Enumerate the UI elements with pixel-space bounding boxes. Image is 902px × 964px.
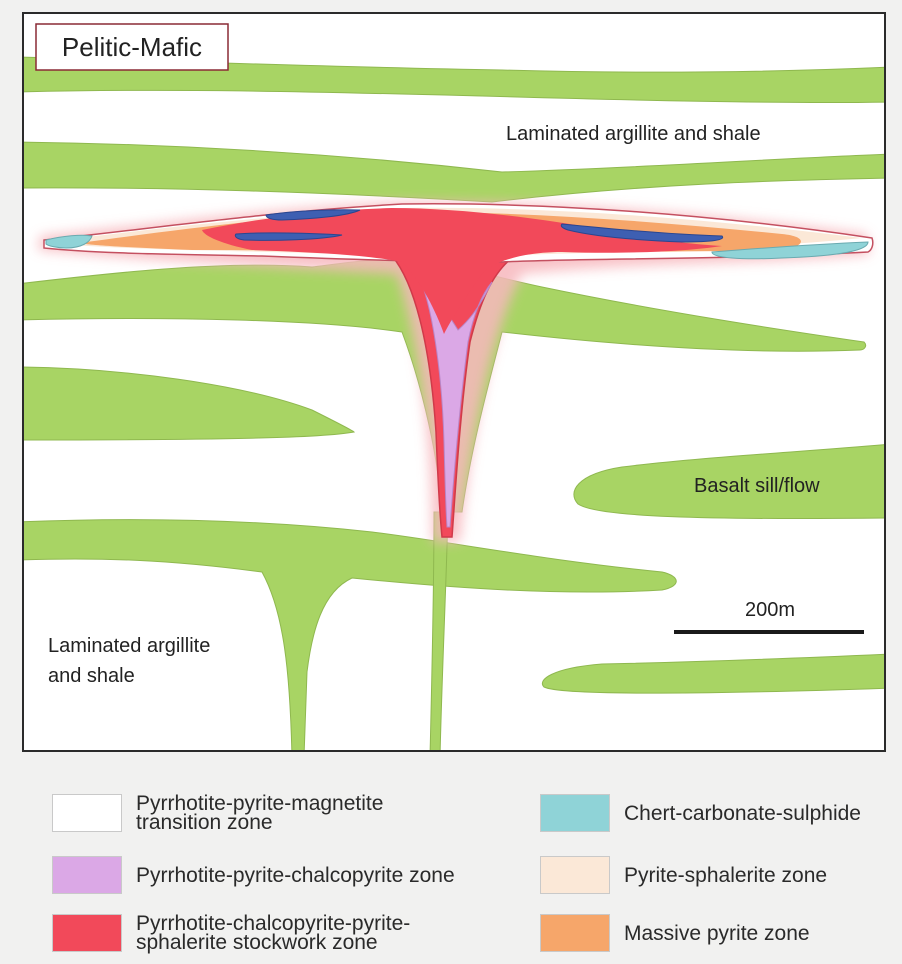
legend-swatch-pyrrhotite-chalcopyrite — [52, 856, 122, 894]
geologic-cross-section: Pelitic-Mafic Laminated argillite and sh… — [22, 12, 886, 752]
legend-label-stockwork: Pyrrhotite-chalcopyrite-pyrite- sphaleri… — [136, 914, 410, 952]
legend-swatch-chert-carbonate — [540, 794, 610, 832]
legend-label-massive-pyrite: Massive pyrite zone — [624, 924, 810, 943]
legend-item-pyrite-sphalerite: Pyrite-sphalerite zone — [540, 856, 827, 894]
label-basalt: Basalt sill/flow — [694, 475, 820, 497]
legend-swatch-pyrite-sphalerite — [540, 856, 610, 894]
label-top-unit: Laminated argillite and shale — [506, 123, 761, 145]
label-bottom-unit-line2: and shale — [48, 665, 135, 687]
legend-item-stockwork: Pyrrhotite-chalcopyrite-pyrite- sphaleri… — [52, 914, 410, 952]
legend-item-pyrrhotite-chalcopyrite: Pyrrhotite-pyrite-chalcopyrite zone — [52, 856, 455, 894]
scale-bar-label: 200m — [745, 599, 795, 621]
legend-swatch-transition-zone — [52, 794, 122, 832]
legend-label-pyrite-sphalerite: Pyrite-sphalerite zone — [624, 866, 827, 885]
legend: Pyrrhotite-pyrite-magnetite transition z… — [0, 760, 902, 964]
legend-swatch-stockwork — [52, 914, 122, 952]
label-bottom-unit-line1: Laminated argillite — [48, 635, 210, 657]
diagram-title: Pelitic-Mafic — [62, 32, 202, 62]
legend-item-massive-pyrite: Massive pyrite zone — [540, 914, 810, 952]
legend-label-transition-zone: Pyrrhotite-pyrite-magnetite transition z… — [136, 794, 383, 832]
legend-item-transition-zone: Pyrrhotite-pyrite-magnetite transition z… — [52, 794, 383, 832]
legend-label-chert-carbonate: Chert-carbonate-sulphide — [624, 804, 861, 823]
legend-swatch-massive-pyrite — [540, 914, 610, 952]
legend-label-pyrrhotite-chalcopyrite: Pyrrhotite-pyrite-chalcopyrite zone — [136, 866, 455, 885]
legend-item-chert-carbonate: Chert-carbonate-sulphide — [540, 794, 861, 832]
